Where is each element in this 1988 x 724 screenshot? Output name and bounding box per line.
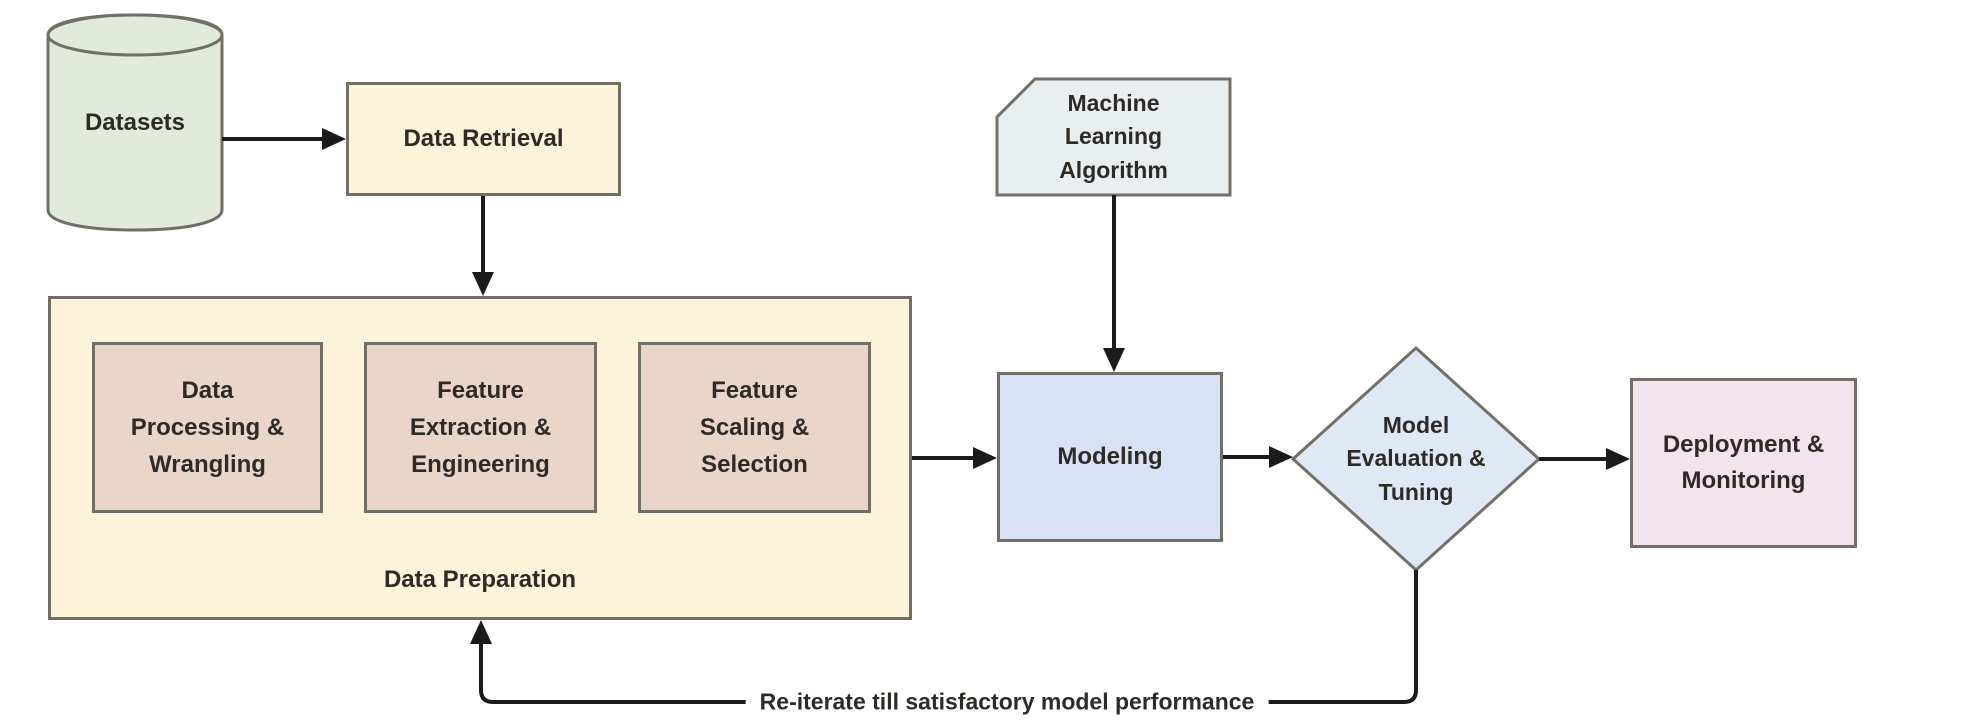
node-feature-extraction-engineering: Feature Extraction & Engineering [364,342,597,513]
data-processing-wrangling-label: Data Processing & Wrangling [130,376,285,479]
modeling-label: Modeling [1057,443,1163,470]
arrow-modeling-to-model-evaluation [1223,446,1293,468]
feature-scaling-selection-label: Feature Scaling & Selection [699,376,810,479]
datasets-label-overlay: Datasets [48,15,222,230]
feature-extraction-engineering-label: Feature Extraction & Engineering [409,376,552,479]
node-data-retrieval: Data Retrieval [346,82,621,196]
node-deployment-monitoring: Deployment & Monitoring [1630,378,1857,548]
model-evaluation-label-overlay: Model Evaluation & Tuning [1293,348,1539,570]
datasets-label: Datasets [84,108,186,136]
deployment-monitoring-label: Deployment & Monitoring [1662,431,1825,494]
node-modeling: Modeling [997,372,1223,542]
arrow-datasets-to-data-retrieval [222,128,346,150]
arrow-data-retrieval-to-data-preparation [472,196,494,296]
arrow-data-preparation-to-modeling [912,447,997,469]
model-evaluation-label: Model Evaluation & Tuning [1346,411,1486,505]
ml-algorithm-note-shape [995,77,1232,197]
ml-algorithm-label-overlay: Machine Learning Algorithm [997,79,1230,195]
arrow-model-evaluation-to-deployment [1539,448,1630,470]
arrow-ml-algorithm-to-modeling [1103,195,1125,372]
node-data-processing-wrangling: Data Processing & Wrangling [92,342,323,513]
ml-algorithm-label: Machine Learning Algorithm [1059,89,1168,183]
reiterate-caption: Re-iterate till satisfactory model perfo… [745,688,1269,716]
data-preparation-label: Data Preparation [383,566,577,594]
node-feature-scaling-selection: Feature Scaling & Selection [638,342,871,513]
data-retrieval-label: Data Retrieval [403,125,564,152]
datasets-cylinder-shape [46,13,224,232]
model-evaluation-diamond-shape [1290,345,1542,573]
